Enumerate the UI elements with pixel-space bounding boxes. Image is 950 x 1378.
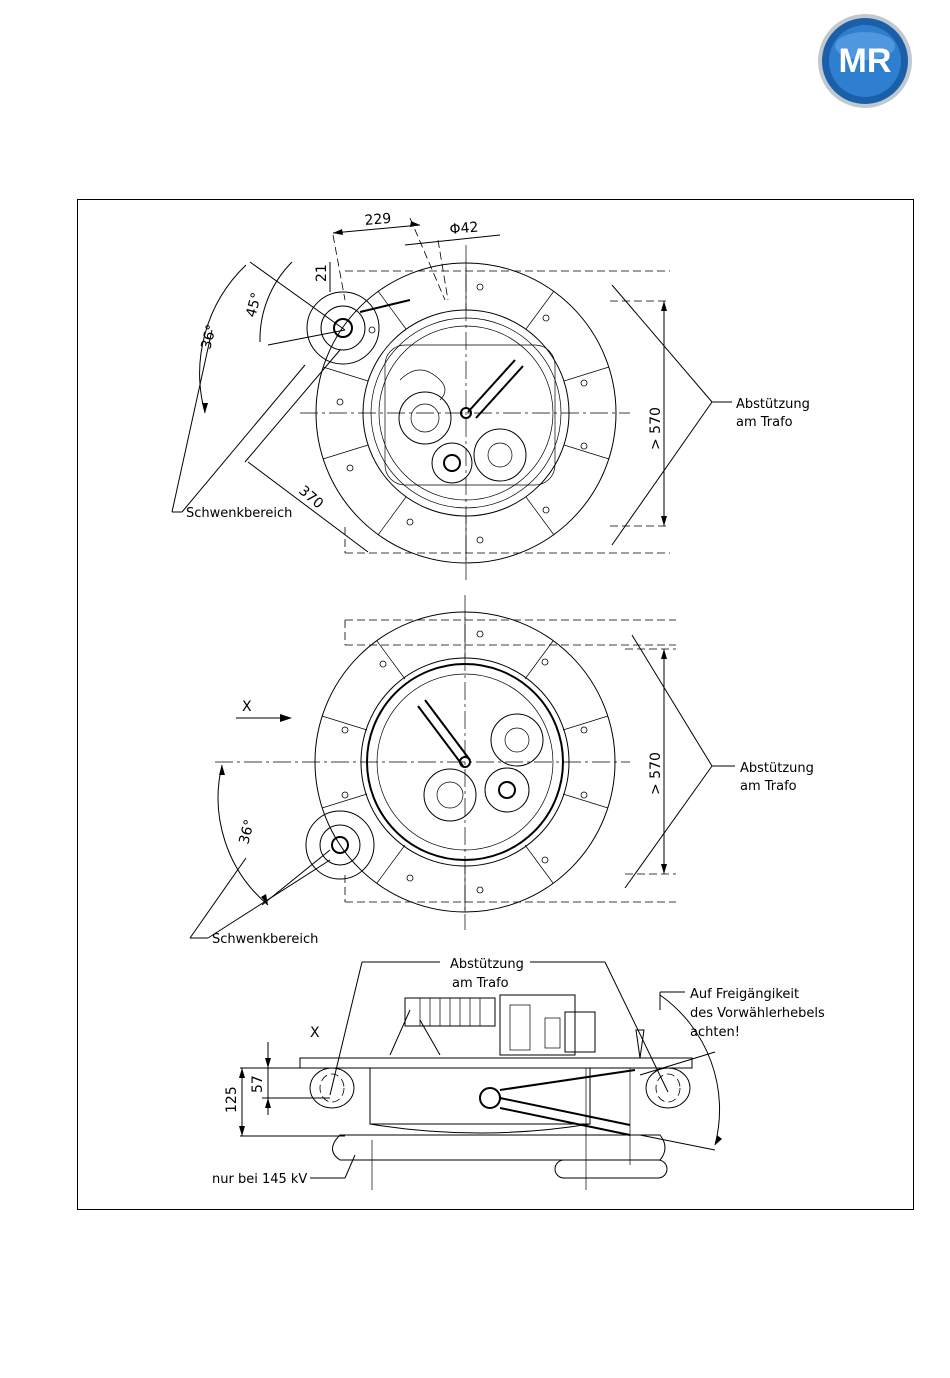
dim-570-middle: > 570 (648, 752, 664, 795)
dim-57: 57 (250, 1075, 266, 1093)
label-swing-middle: Schwenkbereich (212, 932, 318, 947)
view-x-middle: X (242, 699, 252, 715)
label-support-side-2: am Trafo (452, 976, 509, 991)
angle-36-middle: 36° (236, 818, 258, 846)
label-support-top-2: am Trafo (736, 415, 793, 430)
dim-229: 229 (364, 211, 392, 229)
dim-370: 370 (295, 483, 326, 512)
label-support-middle-1: Abstützung (740, 761, 814, 776)
angle-45: 45° (243, 291, 265, 319)
label-145kv: nur bei 145 kV (212, 1172, 307, 1187)
label-support-middle-2: am Trafo (740, 779, 797, 794)
label-support-top-1: Abstützung (736, 397, 810, 412)
dim-125: 125 (224, 1086, 240, 1113)
side-view: X Abstützung am Trafo Auf Freigängikeit … (212, 957, 825, 1190)
note-line-2: des Vorwählerhebels (690, 1006, 825, 1021)
dim-570-top: > 570 (648, 407, 664, 450)
note-line-1: Auf Freigängikeit (690, 987, 799, 1002)
top-view: 229 Φ42 21 45° 36° 370 Schwenkbereich > … (172, 211, 810, 580)
middle-view: X 36° Schwenkbereich > 570 Abstützung am… (190, 595, 814, 947)
label-support-side-1: Abstützung (450, 957, 524, 972)
label-swing-top: Schwenkbereich (186, 506, 292, 521)
dim-21: 21 (314, 264, 330, 282)
view-x-side: X (310, 1025, 320, 1041)
angle-36: 36° (198, 323, 220, 351)
note-line-3: achten! (690, 1025, 740, 1040)
dim-phi42: Φ42 (449, 220, 479, 238)
